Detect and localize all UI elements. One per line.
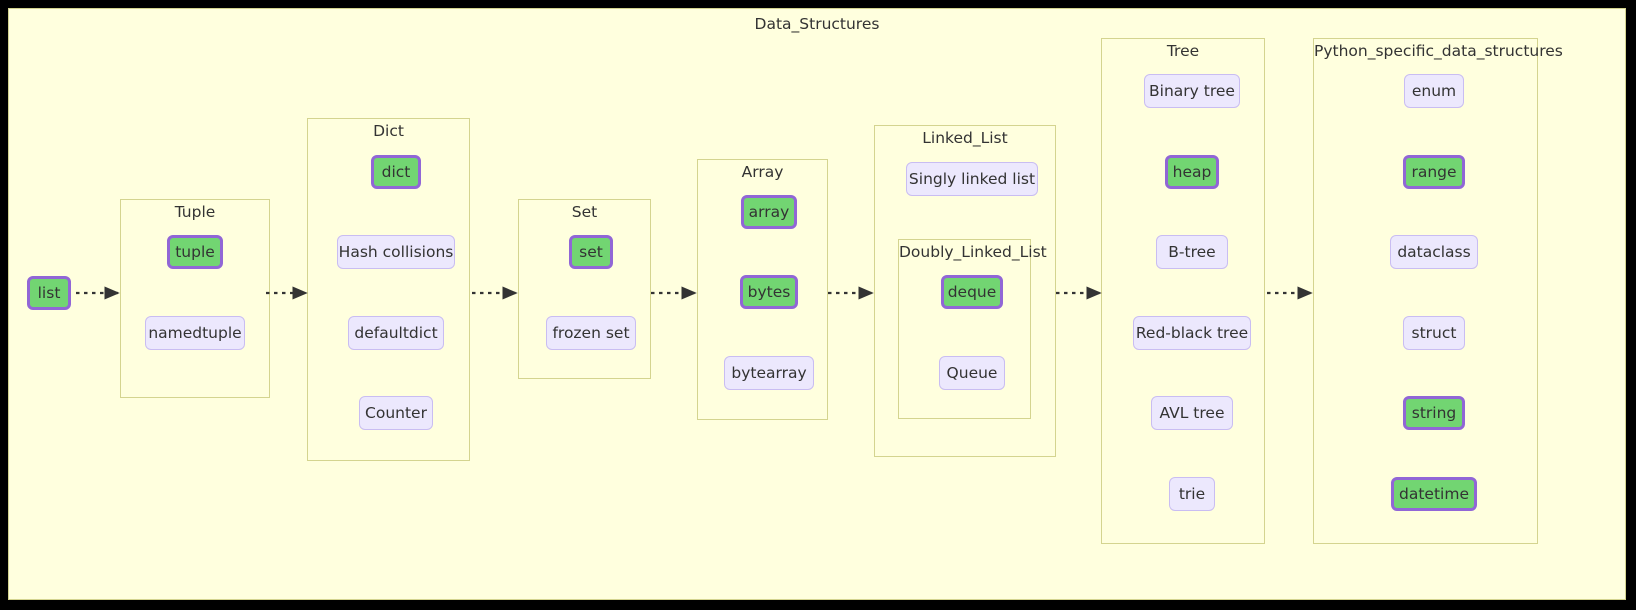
subgraph-title-set-cluster: Set	[571, 203, 598, 221]
node-label: Queue	[946, 364, 998, 382]
subgraph-title-tree-cluster: Tree	[1166, 42, 1200, 60]
node-bytes[interactable]: bytes	[740, 275, 798, 309]
node-label: Red-black tree	[1135, 324, 1249, 342]
node-label: set	[579, 243, 603, 261]
node-label: Singly linked list	[908, 170, 1036, 188]
node-label: AVL tree	[1159, 404, 1225, 422]
node-label: list	[37, 284, 61, 302]
subgraph-title-tuple-cluster: Tuple	[174, 203, 216, 221]
node-b-tree[interactable]: B-tree	[1156, 235, 1228, 269]
subgraph-set-cluster: Set	[518, 199, 651, 379]
node-label: tuple	[175, 243, 215, 261]
node-string[interactable]: string	[1403, 396, 1465, 430]
subgraph-title-linked-list-cluster: Linked_List	[922, 129, 1008, 147]
node-queue[interactable]: Queue	[939, 356, 1005, 390]
node-label: string	[1411, 404, 1457, 422]
node-label: Counter	[365, 404, 427, 422]
node-label: trie	[1178, 485, 1206, 503]
node-label: dataclass	[1397, 243, 1471, 261]
subgraph-python-specific-cluster: Python_specific_data_structures	[1313, 38, 1563, 544]
node-label: namedtuple	[148, 324, 242, 342]
node-label: frozen set	[552, 324, 630, 342]
node-label: Binary tree	[1149, 82, 1235, 100]
node-label: Hash collisions	[338, 243, 454, 261]
root-subgraph-title: Data_Structures	[754, 15, 880, 33]
node-enum[interactable]: enum	[1404, 74, 1464, 108]
node-counter[interactable]: Counter	[359, 396, 433, 430]
node-binary-tree[interactable]: Binary tree	[1144, 74, 1240, 108]
node-label: array	[748, 203, 790, 221]
subgraph-tuple-cluster: Tuple	[120, 199, 270, 398]
node-array[interactable]: array	[741, 195, 797, 229]
node-heap[interactable]: heap	[1165, 155, 1219, 189]
node-deque[interactable]: deque	[941, 275, 1003, 309]
node-frozen-set[interactable]: frozen set	[546, 316, 636, 350]
node-label: B-tree	[1168, 243, 1216, 261]
subgraph-title-python-specific-cluster: Python_specific_data_structures	[1314, 42, 1563, 60]
node-bytearray[interactable]: bytearray	[724, 356, 814, 390]
subgraph-title-dict-cluster: Dict	[373, 122, 404, 140]
node-label: heap	[1172, 163, 1212, 181]
node-singly-linked-list[interactable]: Singly linked list	[906, 162, 1038, 196]
node-label: range	[1411, 163, 1457, 181]
node-defaultdict[interactable]: defaultdict	[348, 316, 444, 350]
node-label: datetime	[1399, 485, 1469, 503]
node-struct[interactable]: struct	[1403, 316, 1465, 350]
subgraph-title-doubly-linked-list-cluster: Doubly_Linked_List	[899, 243, 1047, 261]
node-avl-tree[interactable]: AVL tree	[1151, 396, 1233, 430]
node-range[interactable]: range	[1403, 155, 1465, 189]
node-label: deque	[947, 283, 997, 301]
node-label: bytearray	[731, 364, 807, 382]
node-label: dict	[381, 163, 411, 181]
node-label: bytes	[747, 283, 791, 301]
subgraph-title-array-cluster: Array	[741, 163, 784, 181]
node-label: enum	[1411, 82, 1457, 100]
node-list[interactable]: list	[27, 276, 71, 310]
node-label: struct	[1411, 324, 1457, 342]
node-hash-collisions[interactable]: Hash collisions	[337, 235, 455, 269]
node-set[interactable]: set	[569, 235, 613, 269]
node-datetime[interactable]: datetime	[1391, 477, 1477, 511]
node-tuple[interactable]: tuple	[167, 235, 223, 269]
subgraph-doubly-linked-list-cluster: Doubly_Linked_List	[898, 239, 1047, 419]
node-red-black-tree[interactable]: Red-black tree	[1133, 316, 1251, 350]
node-namedtuple[interactable]: namedtuple	[145, 316, 245, 350]
node-label: defaultdict	[354, 324, 438, 342]
node-dict[interactable]: dict	[371, 155, 421, 189]
node-dataclass[interactable]: dataclass	[1390, 235, 1478, 269]
node-trie[interactable]: trie	[1169, 477, 1215, 511]
subgraph-tree-cluster: Tree	[1101, 38, 1265, 544]
